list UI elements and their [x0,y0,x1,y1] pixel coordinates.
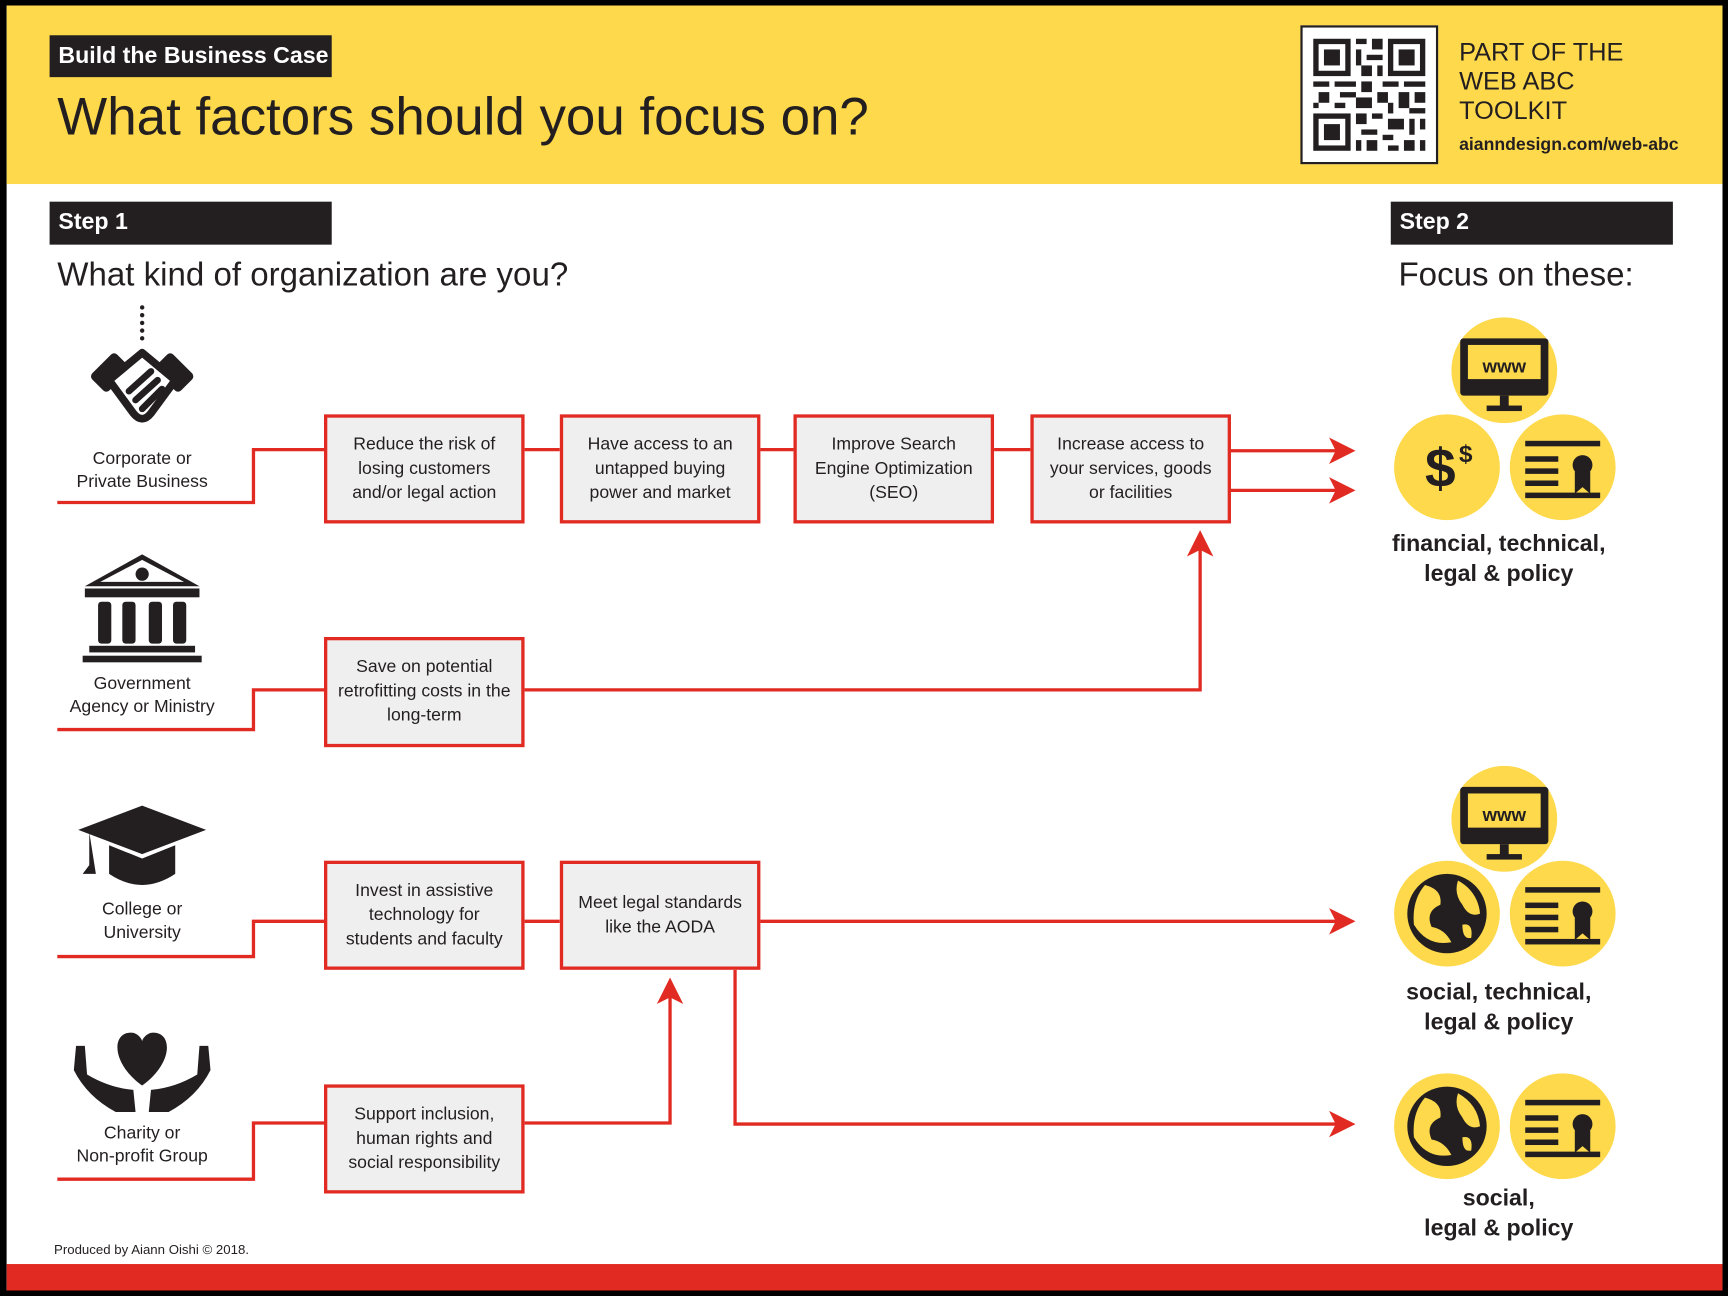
svg-text:www: www [1481,804,1526,825]
step1-label: Step 1 [49,201,332,245]
section-label: Build the Business Case [49,35,332,78]
svg-text:$: $ [1425,437,1456,499]
arrow-to-increase-access [524,530,1214,692]
org-corporate: Corporate or Private Business [54,447,230,493]
certificate-icon [1509,414,1616,521]
www-monitor-icon: www [1451,317,1558,424]
qr-code[interactable] [1300,25,1439,165]
box-assistive-tech: Invest in assistive technology for stude… [323,860,525,970]
org-label-line: Charity or [103,1124,181,1143]
qr-code-icon [1313,38,1426,151]
dollar-icon: $ $ [1394,414,1500,521]
connector-college [57,919,324,959]
focus-label-1: financial, technical, legal & policy [1378,529,1620,589]
www-monitor-icon: www [1451,765,1558,872]
svg-text:www: www [1481,355,1526,376]
focus-label-line: legal & policy [1424,1009,1574,1035]
toolkit-line: TOOLKIT [1459,95,1568,125]
focus-label-line: legal & policy [1424,560,1574,587]
focus-group-3-icons [1394,1073,1616,1180]
box-seo: Improve Search Engine Optimization (SEO) [793,414,995,524]
box-reduce-risk: Reduce the risk of losing customers and/… [323,414,525,524]
certificate-icon [1509,1073,1616,1180]
org-label-line: College or [101,900,183,920]
box-legal-standards: Meet legal standards like the AODA [559,860,761,970]
globe-icon [1394,1073,1500,1180]
box-inclusion: Support inclusion, human rights and soci… [323,1084,525,1194]
header-banner: Build the Business Case What factors sho… [6,5,1723,185]
org-label-line: Private Business [76,472,208,492]
focus-label-3: social, legal & policy [1378,1184,1620,1244]
step1-question: What kind of organization are you? [57,256,569,294]
arrow-to-focus-3 [733,969,1356,1138]
flow-connectors: www $ $ www [57,305,1616,1181]
step2-label: Step 2 [1390,201,1673,245]
footer-credit: Produced by Aiann Oishi © 2018. [53,1241,250,1258]
globe-icon [1394,860,1500,967]
org-charity: Charity or Non-profit Group [54,1122,230,1168]
heart-hands-icon [73,1032,211,1112]
connector-government [57,688,324,732]
org-government: Government Agency or Ministry [54,672,230,718]
certificate-icon [1509,860,1616,967]
toolkit-url-link[interactable]: aianndesign.com/web-abc [1459,135,1679,155]
focus-label-line: legal & policy [1424,1215,1574,1241]
infographic: Build the Business Case What factors sho… [6,5,1723,1291]
org-label-line: Non-profit Group [76,1147,208,1166]
org-label-line: University [103,923,181,943]
focus-label-line: social, technical, [1406,979,1592,1006]
connector-corporate [57,447,324,505]
step2-heading: Focus on these: [1398,256,1634,294]
handshake-icon [90,348,194,423]
toolkit-line: WEB ABC [1459,66,1575,95]
government-building-icon [82,554,202,663]
org-label-line: Corporate or [92,449,192,469]
footer-bar [6,1264,1723,1291]
arrow-to-legal-standards [524,977,684,1125]
toolkit-line: PART OF THE [1459,37,1624,67]
box-increase-access: Increase access to your services, goods … [1030,414,1231,524]
box-buying-power: Have access to an untapped buying power … [559,414,761,524]
org-label-line: Government [93,674,191,694]
focus-label-line: financial, technical, [1392,531,1606,557]
connector-charity [57,1121,324,1181]
focus-group-1-icons: www $ $ [1394,317,1616,521]
focus-label-line: social, [1462,1185,1535,1212]
focus-label-2: social, technical, legal & policy [1378,978,1620,1038]
org-college: College or University [54,898,230,944]
page-title: What factors should you focus on? [57,88,869,147]
graduation-cap-icon [78,805,207,885]
svg-text:$: $ [1459,441,1473,468]
org-label-line: Agency or Ministry [69,697,215,717]
focus-group-2-icons: www [1394,765,1616,967]
box-retrofitting: Save on potential retrofitting costs in … [323,636,525,748]
